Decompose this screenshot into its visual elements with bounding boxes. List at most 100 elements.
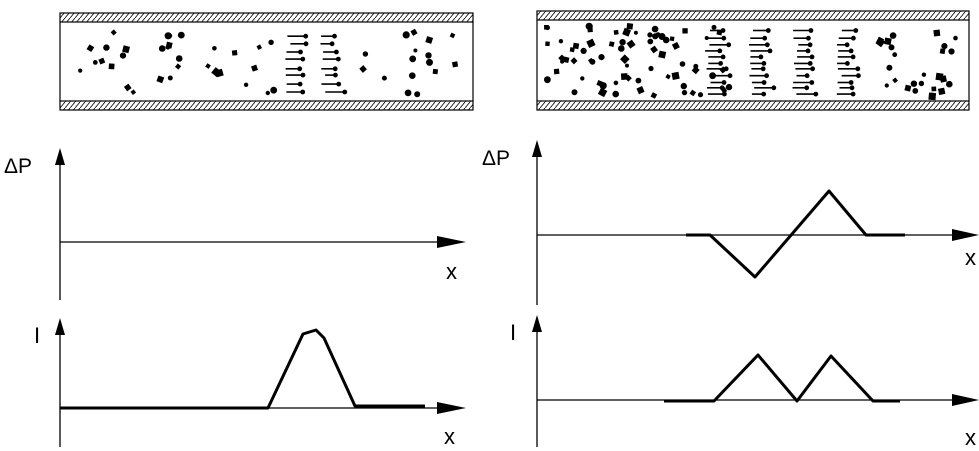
particle [580,76,585,81]
particle [585,22,593,30]
particle [98,57,106,65]
particle [619,54,630,65]
particle [650,92,658,99]
right-tube-top-wall [536,10,970,21]
flow-arrow-head [764,73,769,79]
particle [205,63,211,69]
particle [929,92,936,99]
flow-arrow-head [303,33,309,39]
flow-arrow-head [717,48,723,54]
particle [875,37,886,48]
left-current-y-label: I [34,323,40,348]
flow-arrow-head [300,56,306,62]
particle [921,72,927,77]
particle [665,73,671,80]
flow-arrow-head [764,42,770,48]
flow-arrow-head [303,41,309,47]
particle [580,47,587,55]
right-tube-particles [544,22,958,101]
flow-arrow-head [332,66,338,72]
flow-arrow-head [845,61,850,66]
particle [597,87,608,98]
flow-arrow-head [726,42,732,48]
particle [251,64,259,72]
flow-arrow-head [720,54,726,60]
particle [425,52,432,59]
flow-arrow-head [758,54,764,60]
particle [933,29,941,37]
particle [886,64,893,71]
particle [648,65,654,72]
flow-arrow-head [850,54,856,60]
right-tube-bottom-wall [536,100,970,111]
particle [110,29,117,36]
particle [608,41,615,47]
flow-arrow-head [804,73,810,79]
flow-arrow-head [855,66,861,72]
left-tube-flow-arrows [285,33,348,95]
particle [658,50,667,59]
particle [892,52,898,58]
left-tube-particles [78,28,459,98]
particle [884,37,892,46]
flow-arrow-head [760,66,766,72]
particle [941,43,948,50]
particle [931,86,937,92]
flow-arrow-head [334,49,339,55]
flow-arrow-head [809,80,815,85]
particle [697,92,704,98]
particle [680,82,687,90]
particle [953,35,958,41]
particle [175,63,182,70]
particle [130,89,137,96]
flow-arrow-head [810,66,815,72]
left-pressure-y-label: ΔP [4,155,32,178]
particle [625,63,629,68]
particle [635,77,642,84]
flow-arrow-head [813,91,819,97]
particle [362,51,369,57]
particle [586,38,596,48]
particle [558,39,564,44]
flow-arrow-head [851,35,856,41]
flow-arrow-head [761,80,767,85]
particle [948,48,955,55]
particle [156,75,165,84]
flow-arrow-head [805,48,811,54]
left-tube-top-wall [59,12,474,23]
particle [910,80,918,87]
left-pressure-x-arrow-icon [437,236,466,248]
particle [939,48,946,55]
particle [212,46,217,51]
particle [402,31,410,39]
right-pressure-x-arrow-icon [952,229,979,241]
right-current-curve [664,353,900,403]
flow-arrow-head [718,61,723,66]
flow-arrow-head [719,85,725,91]
particle [265,90,270,96]
flow-arrow-head [297,66,303,72]
particle [449,32,456,39]
right-tube-flow-arrows [705,28,861,97]
particle [215,68,224,78]
flow-arrow-head [335,56,341,62]
flow-arrow-head [721,35,727,41]
right-current-y-label: I [510,320,516,345]
particle [888,44,895,51]
flow-arrow-head [722,91,727,97]
particle [560,59,565,64]
flow-arrow-head [771,85,777,91]
particle [889,32,897,39]
particle [626,22,634,30]
particle [231,50,238,56]
flow-arrow-head [332,33,337,39]
flow-arrow-head [727,73,733,79]
right-current-y-arrow-icon [532,315,542,332]
left-current-plot: I x [34,318,466,449]
particle [912,88,919,94]
particle [946,80,953,88]
particle [884,83,889,88]
flow-arrow-head [807,42,813,48]
particle [626,39,636,49]
particle [918,80,925,87]
